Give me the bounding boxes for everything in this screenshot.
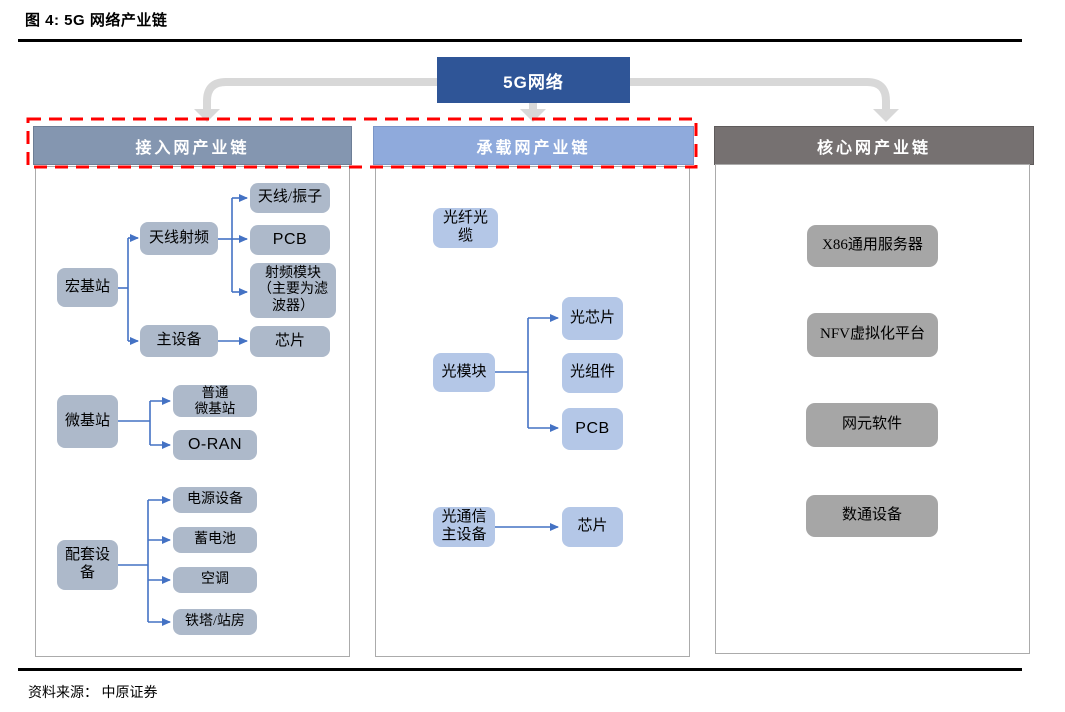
node-antenna-oscillator: 天线/振子 [250,183,330,213]
node-supporting-equipment: 配套设 备 [57,540,118,590]
node-battery: 蓄电池 [173,527,257,553]
node-5g-network-root: 5G网络 [437,57,630,103]
node-chip-access: 芯片 [250,326,330,357]
source-text: 资料来源： 中原证券 [28,686,158,701]
source-divider-line [18,668,1022,671]
title-divider-line [18,39,1022,42]
node-optical-comm-main-equipment: 光通信 主设备 [433,507,495,547]
node-optical-fiber-cable: 光纤光 缆 [433,208,498,248]
node-optical-chip: 光芯片 [562,297,623,340]
node-pcb-bearer: PCB [562,408,623,450]
node-antenna-rf: 天线射频 [140,222,218,255]
column-body-bearer-network [375,166,690,657]
node-rf-module: 射频模块 （主要为滤 波器） [250,263,336,318]
column-header-core-network: 核心网产业链 [714,126,1034,165]
node-power-equipment: 电源设备 [173,487,257,513]
node-micro-base-station: 微基站 [57,395,118,448]
node-o-ran: O-RAN [173,430,257,460]
column-header-access-network: 接入网产业链 [33,126,352,165]
node-macro-base-station: 宏基站 [57,268,118,307]
node-tower-station-house: 铁塔/站房 [173,609,257,635]
node-optical-module: 光模块 [433,353,495,392]
node-x86-server: X86通用服务器 [807,225,938,267]
column-header-bearer-network: 承载网产业链 [373,126,694,165]
node-nfv-platform: NFV虚拟化平台 [807,313,938,357]
node-datacom-equipment: 数通设备 [806,495,938,537]
node-main-equipment: 主设备 [140,325,218,357]
node-optical-component: 光组件 [562,353,623,393]
node-air-conditioner: 空调 [173,567,257,593]
node-pcb-access: PCB [250,225,330,255]
node-network-element-software: 网元软件 [806,403,938,447]
flow-arrow-heads [194,109,899,122]
node-ordinary-micro-station: 普通 微基站 [173,385,257,417]
node-chip-bearer: 芯片 [562,507,623,547]
figure-title: 图 4: 5G 网络产业链 [25,12,168,29]
